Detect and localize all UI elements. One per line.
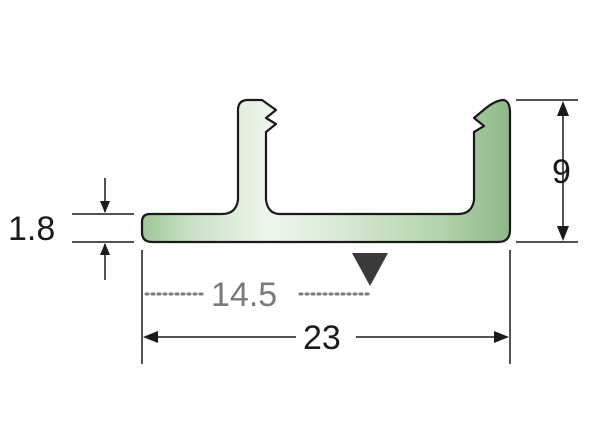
overall-width-label: 23 [303, 319, 341, 357]
profile-body [140, 98, 512, 244]
arrow-down-icon [557, 226, 569, 241]
arrow-left-icon [143, 331, 158, 343]
arrow-up-icon [557, 101, 569, 116]
center-offset-label: 14.5 [211, 276, 277, 314]
arrow-down-icon [100, 201, 110, 213]
height-label: 9 [552, 153, 571, 191]
triangle-down-icon [352, 253, 388, 286]
arrow-up-icon [100, 243, 110, 255]
arrow-right-icon [494, 331, 509, 343]
base-thickness-label: 1.8 [8, 210, 55, 248]
